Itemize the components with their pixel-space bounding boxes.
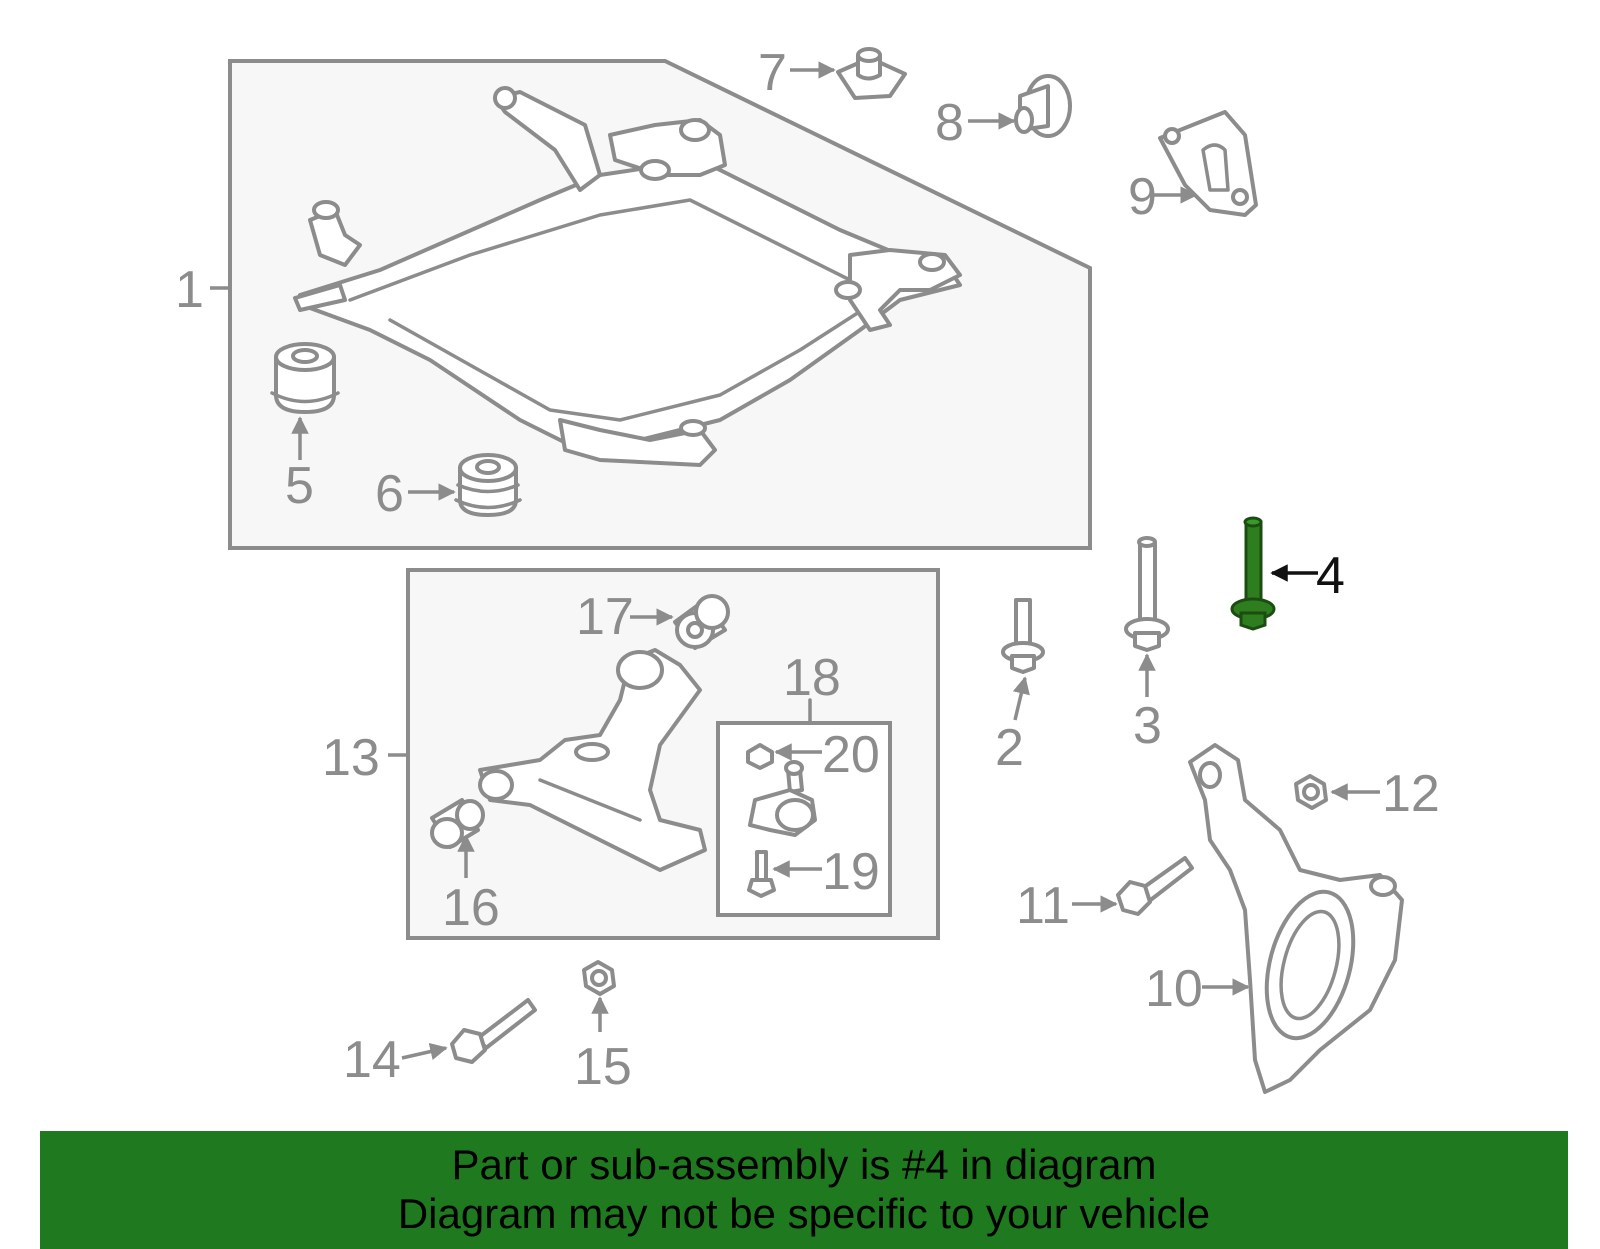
part-3-bolt[interactable] [1124, 536, 1170, 652]
callout-7: 7 [758, 44, 787, 102]
callout-13: 13 [322, 729, 380, 787]
callout-10: 10 [1145, 960, 1203, 1018]
callout-labels: 1 2 3 4 5 6 7 8 9 10 11 12 13 14 15 16 1… [175, 44, 1440, 1096]
part-20-nut[interactable] [746, 743, 774, 770]
part-2-bolt[interactable] [1001, 598, 1045, 674]
callout-5: 5 [285, 457, 314, 515]
part-14-bolt[interactable] [450, 998, 537, 1064]
callout-16: 16 [442, 879, 500, 937]
part-7-mount[interactable] [836, 47, 907, 100]
part-10-knuckle[interactable] [1188, 743, 1404, 1094]
part-19-bolt[interactable] [747, 850, 776, 898]
callout-8: 8 [935, 94, 964, 152]
part-9-bracket[interactable] [1158, 110, 1258, 217]
part-17-bushing[interactable] [673, 594, 730, 650]
part-12-nut[interactable] [1294, 774, 1328, 810]
callout-15: 15 [574, 1038, 632, 1096]
control-arm-part[interactable] [478, 648, 707, 872]
callout-20: 20 [822, 726, 880, 784]
callout-14: 14 [343, 1031, 401, 1089]
banner-line-2: Diagram may not be specific to your vehi… [397, 1190, 1211, 1237]
leader-lines [210, 61, 1380, 1061]
callout-17: 17 [576, 588, 634, 646]
callout-12: 12 [1382, 765, 1440, 823]
info-banner: Part or sub-assembly is #4 in diagram Di… [40, 1131, 1568, 1249]
callout-9: 9 [1128, 168, 1157, 226]
callout-1: 1 [175, 261, 204, 319]
callout-2: 2 [995, 719, 1024, 777]
banner-line-1: Part or sub-assembly is #4 in diagram [451, 1141, 1157, 1188]
callout-3: 3 [1133, 697, 1162, 755]
part-5-bushing[interactable] [270, 342, 340, 414]
callout-11: 11 [1016, 877, 1070, 935]
part-11-bolt[interactable] [1116, 856, 1194, 916]
callout-19: 19 [822, 843, 880, 901]
ball-joint-part[interactable] [748, 760, 817, 837]
part-6-bushing[interactable] [454, 453, 522, 517]
callout-4: 4 [1316, 547, 1345, 605]
subframe-part[interactable] [293, 86, 962, 467]
part-4-bolt-highlighted[interactable] [1230, 516, 1276, 631]
part-15-nut[interactable] [582, 960, 616, 996]
callout-6: 6 [375, 465, 404, 523]
callout-18: 18 [783, 649, 841, 707]
part-8-mount[interactable] [1014, 74, 1072, 138]
